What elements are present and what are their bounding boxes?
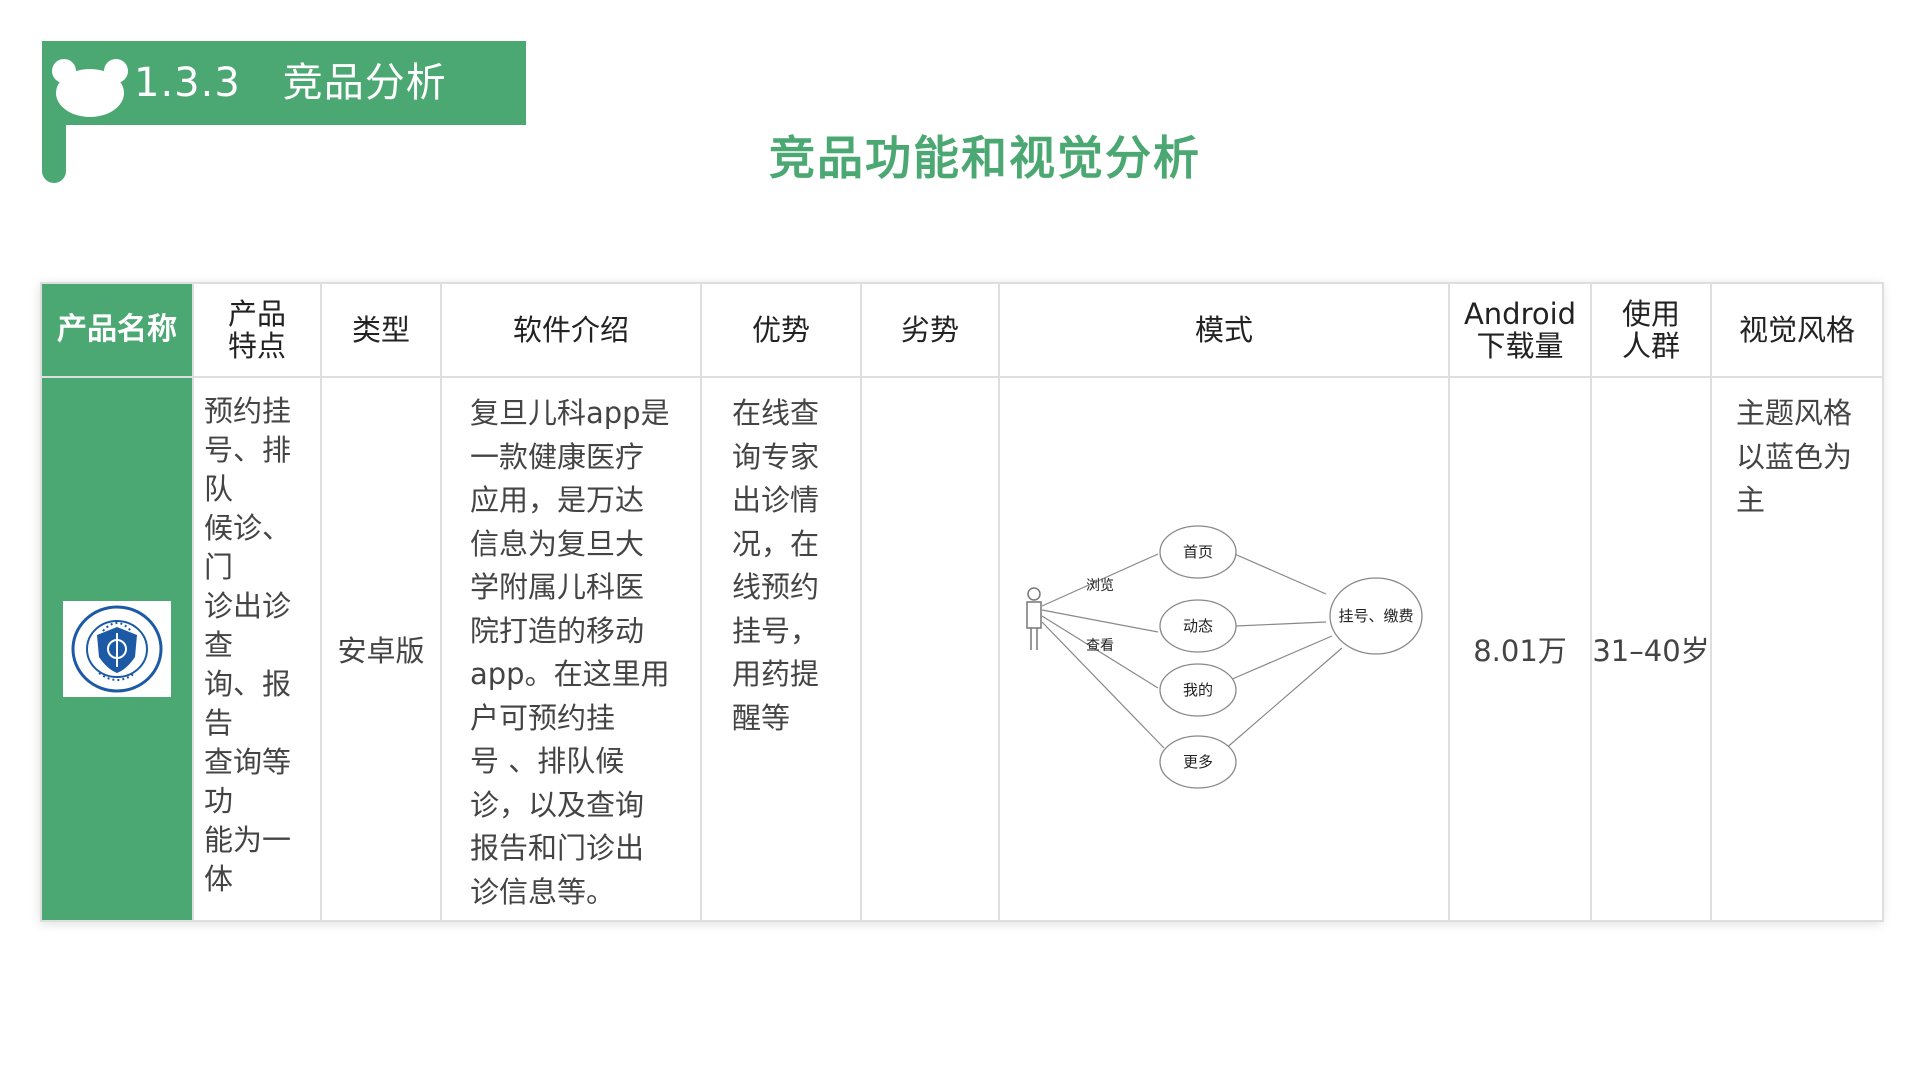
bear-head-icon [52,59,128,117]
section-title: 竞品分析 [282,60,447,106]
cell-features: 预约挂 号、排队 候诊、门 诊出诊查 询、报告 查询等功 能为一体 [192,376,322,922]
cell-cons [860,376,1000,922]
comparison-table: 产品名称 产品 特点 类型 软件介绍 优势 劣势 模式 Android 下载量 … [40,282,1884,922]
cell-intro: 复旦儿科app是 一款健康医疗 应用，是万达 信息为复旦大 学附属儿科医 院打造… [440,376,702,922]
section-tag: 1.3.3 竞品分析 [42,41,526,183]
node-more: 更多 [1183,753,1213,771]
comparison-table-card: 产品名称 产品 特点 类型 软件介绍 优势 劣势 模式 Android 下载量 … [40,282,1884,922]
cell-pros: 在线查 询专家 出诊情 况，在 线预约 挂号， 用药提 醒等 [700,376,862,922]
section-number: 1.3.3 [134,60,241,106]
col-header-features: 产品 特点 [192,282,322,378]
col-header-cons: 劣势 [860,282,1000,378]
col-header-mode: 模式 [998,282,1450,378]
actor-icon [1026,586,1042,650]
hospital-seal-icon [71,605,163,693]
col-header-users: 使用 人群 [1590,282,1712,378]
cell-product-name [40,376,194,922]
edge-label-view: 查看 [1086,638,1114,654]
node-mine: 我的 [1183,681,1213,699]
section-heading: 1.3.3 竞品分析 [134,41,447,125]
cell-users: 31–40岁 [1590,376,1712,922]
hospital-logo [63,601,171,697]
diagram-nodes [1159,524,1423,789]
table-row: 预约挂 号、排队 候诊、门 诊出诊查 询、报告 查询等功 能为一体 安卓版 复旦… [40,376,1884,922]
section-tag-bar [42,41,526,125]
col-header-style: 视觉风格 [1710,282,1884,378]
node-feed: 动态 [1183,617,1213,635]
edge-label-browse: 浏览 [1086,578,1114,594]
node-pay: 挂号、缴费 [1338,607,1413,625]
col-header-type: 类型 [320,282,442,378]
mode-use-case-diagram: 浏览 查看 首页 动态 我的 更多 挂号、缴费 [1026,524,1423,789]
cell-downloads: 8.01万 [1448,376,1592,922]
page-title: 竞品功能和视觉分析 [769,131,1201,185]
col-header-downloads: Android 下载量 [1448,282,1592,378]
cell-mode: 浏览 查看 首页 动态 我的 更多 挂号、缴费 [998,376,1450,922]
col-header-name: 产品名称 [40,282,194,378]
cell-style: 主题风格 以蓝色为 主 [1710,376,1884,922]
table-header-row: 产品名称 产品 特点 类型 软件介绍 优势 劣势 模式 Android 下载量 … [40,282,1884,378]
node-home: 首页 [1183,543,1213,561]
section-tag-tail [42,121,66,183]
cell-type: 安卓版 [320,376,442,922]
col-header-intro: 软件介绍 [440,282,702,378]
col-header-pros: 优势 [700,282,862,378]
diagram-edges [1041,550,1343,750]
